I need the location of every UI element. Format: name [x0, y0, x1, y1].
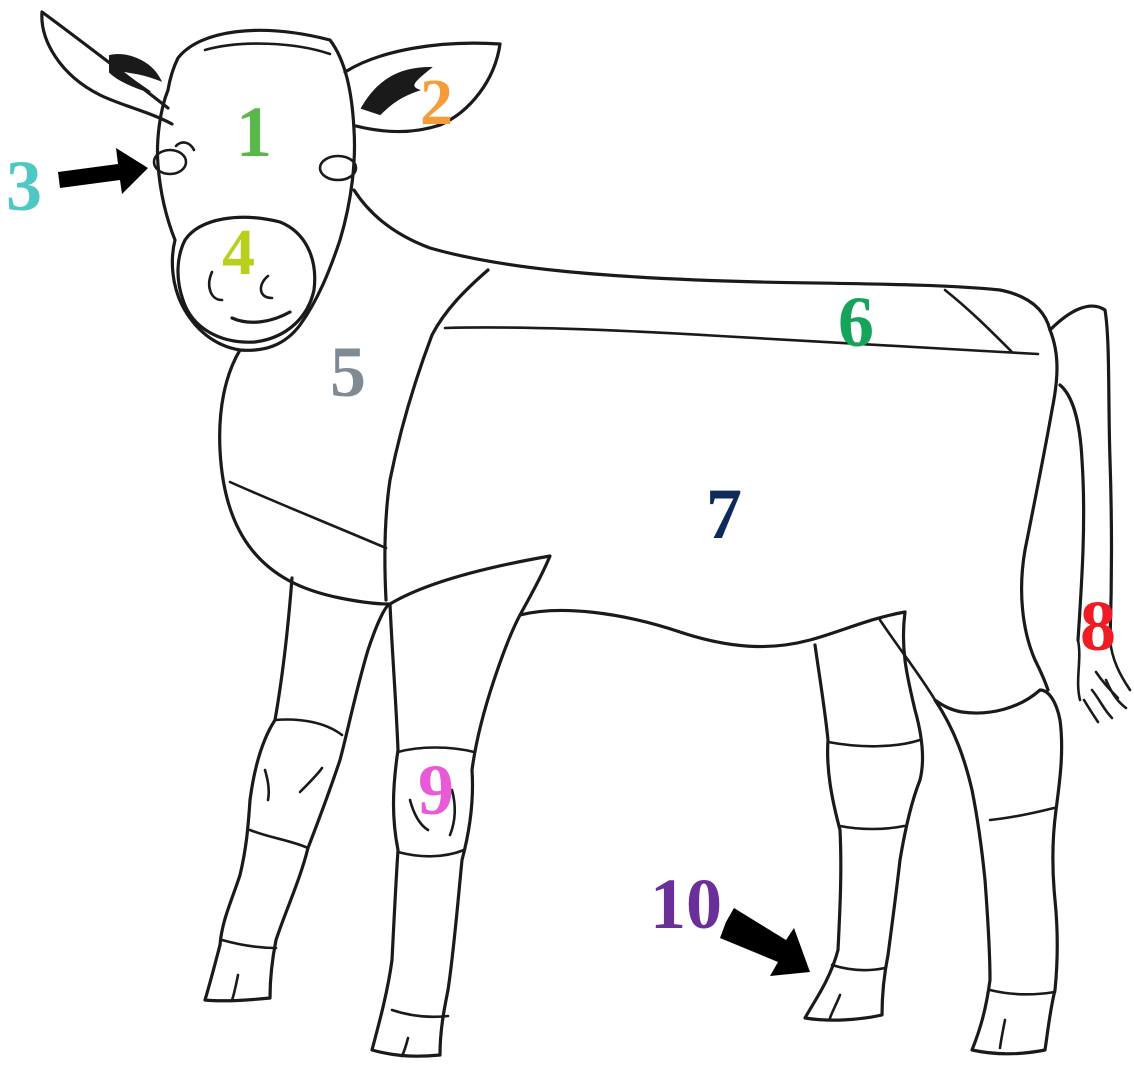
hind-left-leg: [805, 612, 922, 1020]
left-eyelash: [176, 143, 194, 150]
front-right-leg: [372, 604, 520, 1056]
hind-right-leg: [935, 690, 1062, 1054]
front-left-hoof-split: [232, 975, 238, 1000]
front-right-knee-bottom: [398, 850, 464, 856]
back-stripe-top: [445, 327, 1038, 354]
arrow-to-hoof: [720, 908, 810, 976]
hind-right-hoof-split: [1000, 1020, 1005, 1048]
left-ear-inner: [110, 55, 160, 92]
label-8: 8: [1080, 590, 1116, 662]
front-right-hoof-split: [402, 1038, 408, 1056]
hind-left-hock-bottom: [840, 826, 904, 829]
right-eye: [320, 156, 356, 180]
chest-line: [230, 482, 386, 548]
head-top-curve: [205, 44, 330, 54]
shoulder-line: [385, 270, 488, 600]
front-left-hoof-top: [222, 940, 276, 948]
back-stripe-end: [945, 290, 1012, 352]
hind-left-hoof-top: [832, 965, 885, 970]
label-4: 4: [222, 220, 255, 286]
front-left-leg: [205, 578, 390, 1001]
front-left-knee-marks: [265, 768, 322, 800]
neck-and-back: [354, 190, 1057, 690]
head-outline: [157, 30, 354, 350]
label-2: 2: [420, 70, 453, 136]
label-5: 5: [330, 336, 366, 408]
label-7: 7: [706, 478, 742, 550]
left-nostril: [209, 272, 222, 300]
front-right-hoof-top: [392, 1010, 448, 1017]
label-6: 6: [838, 286, 874, 358]
hind-left-hock-top: [828, 740, 920, 746]
front-left-knee-bottom: [250, 830, 308, 848]
thigh-line: [880, 620, 935, 700]
label-1: 1: [236, 96, 272, 168]
right-nostril: [261, 276, 272, 298]
hind-right-hock: [990, 808, 1054, 820]
label-3: 3: [6, 150, 42, 222]
label-9: 9: [418, 754, 454, 826]
mouth: [232, 312, 290, 322]
front-left-knee-top: [275, 720, 342, 735]
hind-right-hoof-top: [990, 990, 1055, 994]
belly: [520, 610, 905, 646]
label-10: 10: [650, 868, 722, 940]
arrow-to-eye: [58, 148, 148, 194]
front-elbow: [390, 556, 550, 615]
hind-left-hoof-split: [830, 995, 840, 1018]
